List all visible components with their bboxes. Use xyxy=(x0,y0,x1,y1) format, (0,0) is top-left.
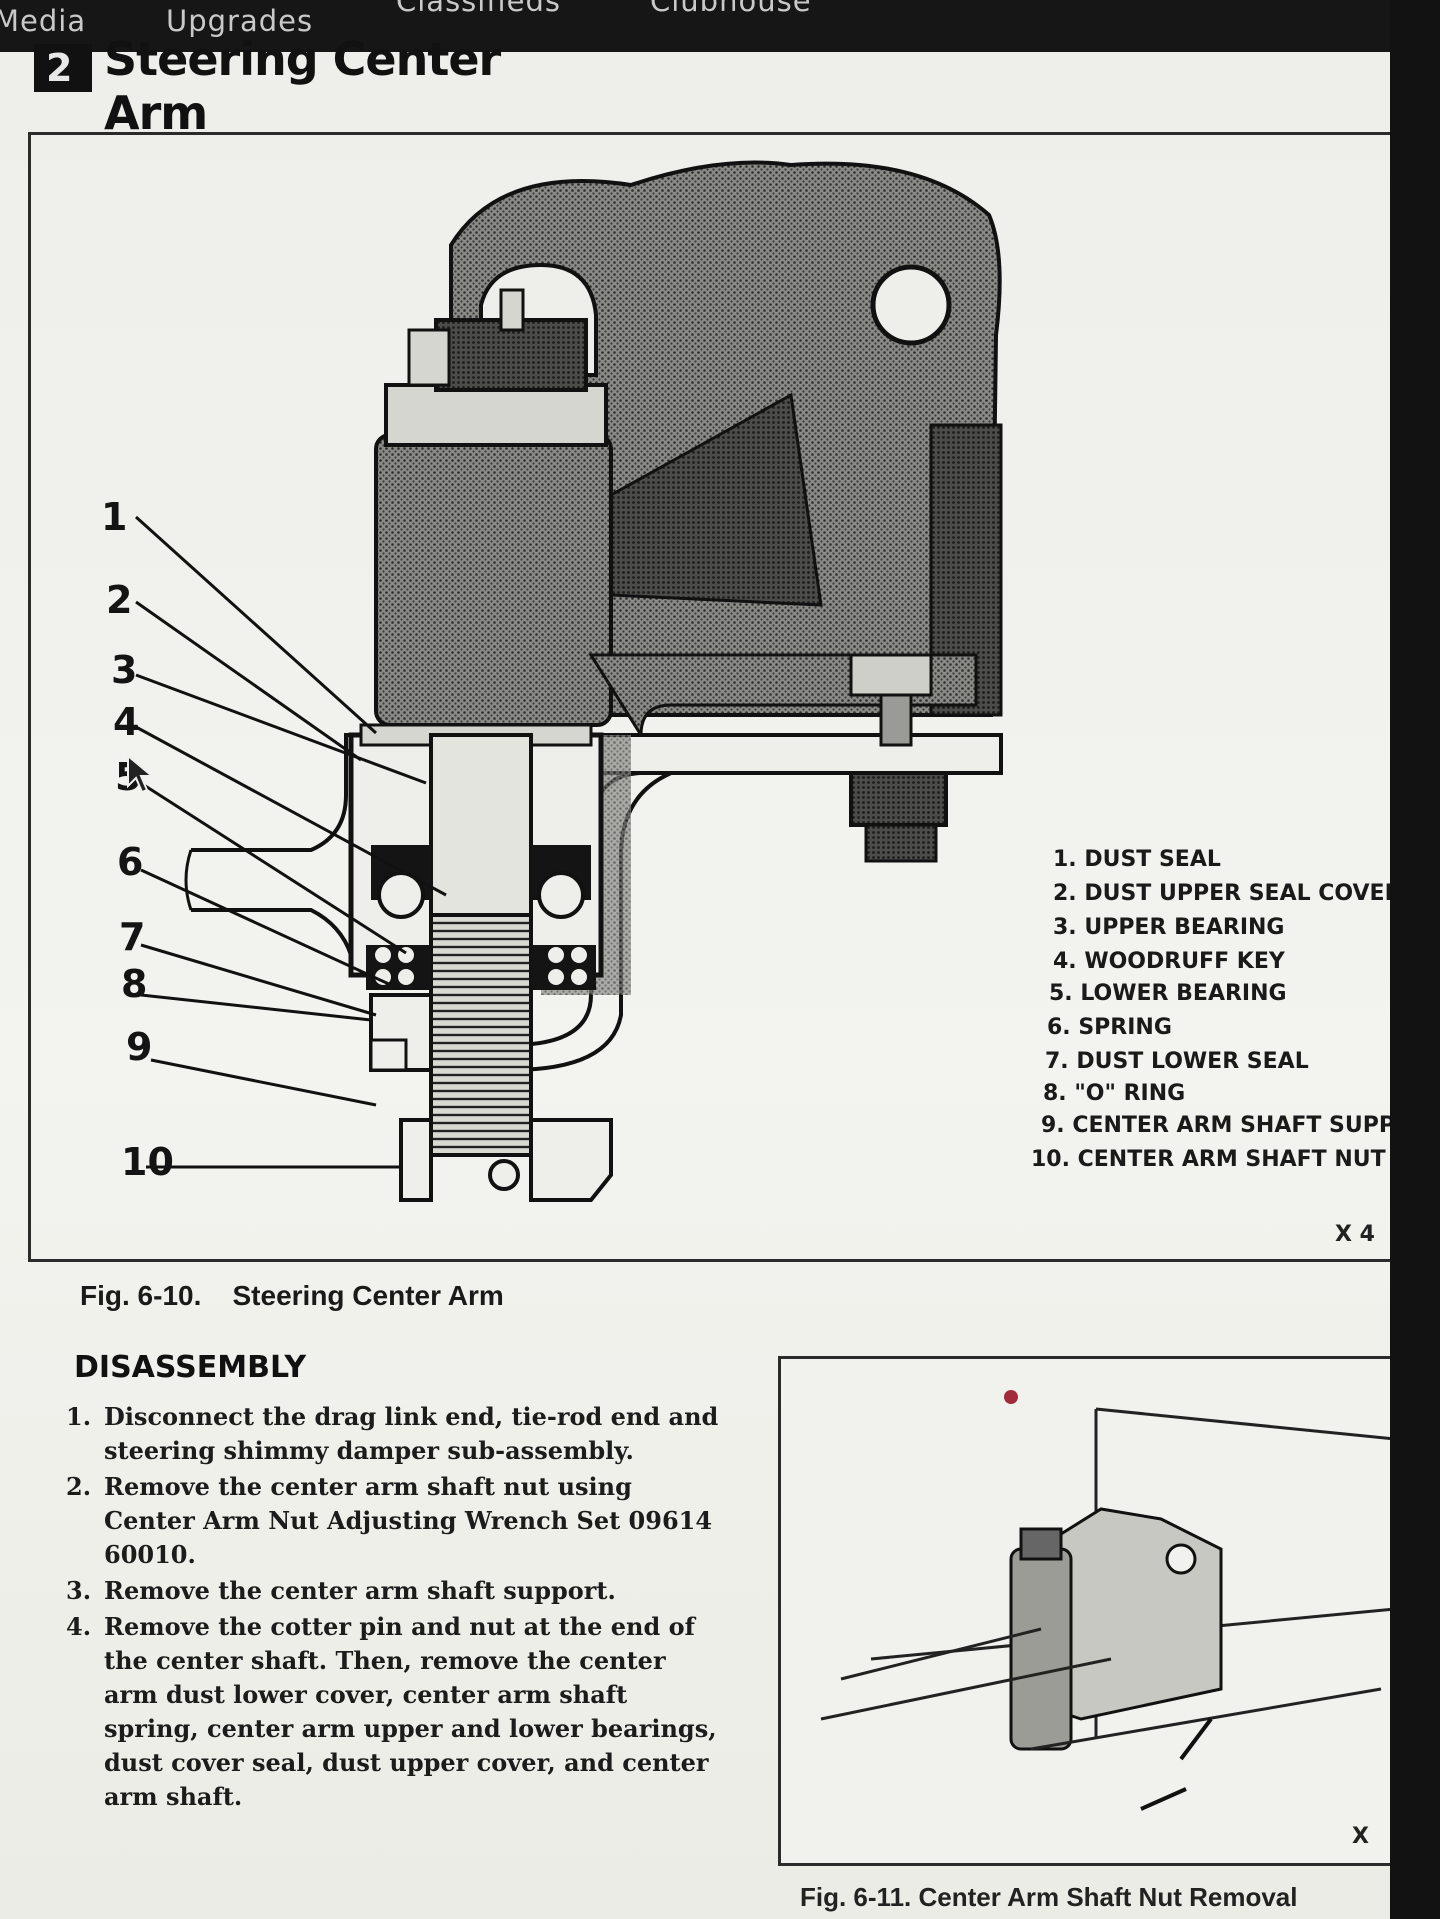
mouse-pointer-icon xyxy=(127,754,154,794)
callout-8: 8 xyxy=(121,962,147,1006)
legend-item-10: 10. CENTER ARM SHAFT NUT xyxy=(1031,1147,1386,1172)
legend-item-2: 2. DUST UPPER SEAL COVER xyxy=(1053,881,1402,906)
legend-item-8: 8. "O" RING xyxy=(1043,1081,1186,1106)
step-4: 4. Remove the cotter pin and nut at the … xyxy=(66,1610,726,1814)
figure-6-11-frame xyxy=(778,1356,1396,1866)
step-number: 2. xyxy=(66,1472,92,1501)
step-number: 1. xyxy=(66,1402,92,1431)
figure-2-caption: Fig. 6-11. Center Arm Shaft Nut Removal xyxy=(800,1882,1298,1912)
figure-caption-title: Steering Center Arm xyxy=(232,1280,504,1311)
figure-caption-number: Fig. 6-10. xyxy=(80,1280,202,1311)
section-title: Steering Center Arm xyxy=(104,32,501,140)
step-number: 4. xyxy=(66,1612,92,1641)
callout-4: 4 xyxy=(113,700,139,744)
callout-7: 7 xyxy=(119,915,145,959)
step-3: 3. Remove the center arm shaft support. xyxy=(66,1574,726,1608)
callout-9: 9 xyxy=(126,1025,152,1069)
nav-item-upgrades[interactable]: Upgrades xyxy=(166,4,314,38)
callout-10: 10 xyxy=(121,1140,174,1184)
bracket-hole xyxy=(870,264,952,346)
center-arm-shaft-nut xyxy=(399,1118,613,1202)
center-arm-nut-removal-illustration xyxy=(820,1390,1396,1811)
step-text: Remove the center arm shaft nut using Ce… xyxy=(104,1472,713,1569)
figure-6-10-frame: 1 2 3 4 5 6 7 8 9 10 1. DUST SEAL 2. DUS… xyxy=(28,132,1414,1262)
figure-caption: Fig. 6-10. Steering Center Arm xyxy=(80,1280,504,1312)
figure-2-x-mark: X xyxy=(1352,1824,1369,1849)
legend-item-9: 9. CENTER ARM SHAFT SUPPO xyxy=(1041,1113,1414,1138)
callout-3: 3 xyxy=(111,648,137,692)
callout-2: 2 xyxy=(106,578,132,622)
step-text: Remove the center arm shaft support. xyxy=(104,1576,616,1605)
legend-item-3: 3. UPPER BEARING xyxy=(1053,915,1285,940)
figure-x-mark: X 4 xyxy=(1335,1222,1375,1247)
legend-item-4: 4. WOODRUFF KEY xyxy=(1053,949,1285,974)
section-heading: 2 Steering Center Arm xyxy=(34,32,554,140)
legend-item-6: 6. SPRING xyxy=(1047,1015,1172,1040)
bolt-nut xyxy=(849,771,948,827)
legend-item-5: 5. LOWER BEARING xyxy=(1049,981,1287,1006)
section-number-box: 2 xyxy=(34,44,92,92)
step-1: 1. Disconnect the drag link end, tie-rod… xyxy=(66,1400,726,1468)
step-text: Disconnect the drag link end, tie-rod en… xyxy=(104,1402,719,1465)
legend-item-1: 1. DUST SEAL xyxy=(1053,847,1221,872)
disassembly-heading: DISASSEMBLY xyxy=(74,1350,307,1385)
callout-6: 6 xyxy=(117,840,143,884)
nav-item-classifieds[interactable]: Classifieds xyxy=(396,0,561,18)
nav-item-clubhouse[interactable]: Clubhouse xyxy=(650,0,812,18)
step-2: 2. Remove the center arm shaft nut using… xyxy=(66,1470,726,1572)
legend-item-7: 7. DUST LOWER SEAL xyxy=(1045,1049,1309,1074)
callout-1: 1 xyxy=(101,495,127,539)
monitor-bezel xyxy=(1390,0,1440,1919)
site-top-nav: Media Upgrades Classifieds Clubhouse xyxy=(0,0,1440,52)
callout-layer: 1 2 3 4 5 6 7 8 9 10 xyxy=(101,495,447,1184)
step-text: Remove the cotter pin and nut at the end… xyxy=(104,1612,717,1811)
step-number: 3. xyxy=(66,1576,92,1605)
section-number: 2 xyxy=(46,46,73,90)
nav-item-media[interactable]: Media xyxy=(0,4,87,38)
steering-center-arm-diagram xyxy=(184,160,1003,1202)
disassembly-steps: 1. Disconnect the drag link end, tie-rod… xyxy=(66,1400,726,1816)
